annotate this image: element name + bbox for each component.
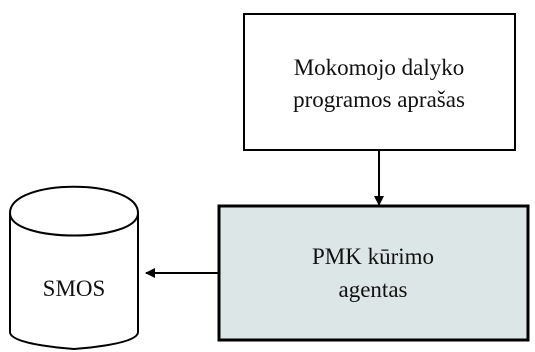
description-box <box>243 13 516 151</box>
agent-label-line-2: agentas <box>339 277 408 302</box>
agent-label-line-1: PMK kūrimo <box>312 244 434 269</box>
agent-node: PMK kūrimo agentas <box>217 204 530 342</box>
description-node: Mokomojo dalyko programos aprašas <box>243 13 516 151</box>
database-label: SMOS <box>43 276 106 301</box>
description-label-line-1: Mokomojo dalyko <box>294 55 465 80</box>
agent-box <box>217 204 530 342</box>
description-label-line-2: programos aprašas <box>293 87 465 112</box>
database-node: SMOS <box>9 185 139 351</box>
database-cylinder <box>9 185 139 351</box>
database-top-rim <box>9 212 139 237</box>
